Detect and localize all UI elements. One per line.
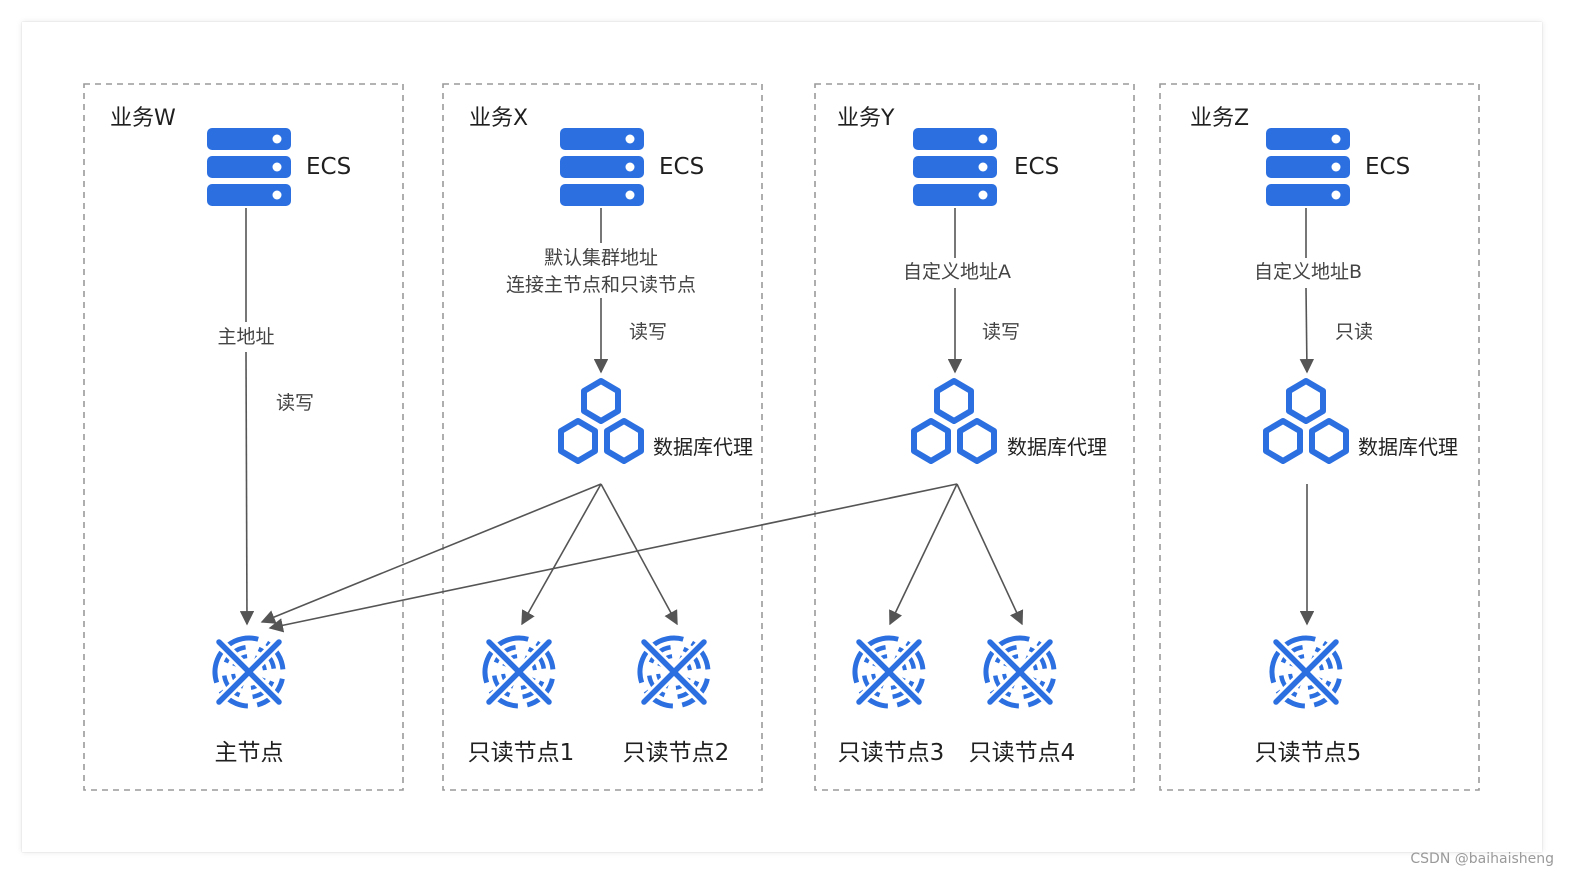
edge-label-custom-address-a: 自定义地址A (903, 261, 1011, 283)
edge-label-access-mode: 只读 (1335, 321, 1374, 343)
hexagon-cluster-icon (914, 381, 994, 461)
edge-w-to-primary (239, 351, 255, 626)
node-label-ro2: 只读节点2 (622, 740, 730, 766)
db-node-icon (1262, 628, 1351, 717)
group-box-z (1159, 83, 1480, 791)
edge-label-cluster-address: 默认集群地址 连接主节点和只读节点 (506, 245, 696, 298)
db-node-icon (845, 628, 934, 717)
server-stack-icon (560, 128, 644, 206)
group-box-y (814, 83, 1135, 791)
node-label-ro3: 只读节点3 (837, 740, 945, 766)
node-label-ro5: 只读节点5 (1254, 740, 1362, 766)
edge-z-to-proxy (1299, 287, 1315, 374)
edge-y-proxy-to-primary (268, 483, 958, 633)
group-title-x: 业务X (469, 106, 529, 131)
edge-x-proxy-to-ro1 (521, 483, 602, 626)
group-title-w: 业务W (110, 106, 176, 131)
watermark: CSDN @baihaisheng (1410, 851, 1554, 867)
server-stack-icon (207, 128, 291, 206)
edge-y-proxy-to-ro3 (889, 483, 958, 626)
proxy-label: 数据库代理 (1358, 435, 1458, 459)
edge-label-line: 连接主节点和只读节点 (505, 273, 697, 296)
ecs-label: ECS (306, 154, 352, 180)
edge-x-proxy-to-primary (260, 483, 602, 624)
edge-label-line: 默认集群地址 (543, 247, 659, 269)
group-box-w (83, 83, 404, 791)
ecs-label: ECS (1365, 154, 1411, 180)
edge-label-access-mode: 读写 (276, 392, 315, 414)
db-node-icon (205, 628, 294, 717)
proxy-label: 数据库代理 (653, 435, 753, 459)
group-box-x (442, 83, 763, 791)
edge-label-custom-address-b: 自定义地址B (1253, 261, 1363, 283)
proxy-label: 数据库代理 (1007, 435, 1107, 459)
edge-label-primary-address: 主地址 (217, 326, 275, 348)
node-label-ro1: 只读节点1 (467, 740, 575, 766)
db-node-icon (976, 628, 1065, 717)
ecs-label: ECS (1014, 154, 1060, 180)
node-label-ro4: 只读节点4 (968, 740, 1076, 766)
edge-y-proxy-to-ro4 (956, 483, 1024, 626)
edge-label-access-mode: 读写 (629, 321, 668, 343)
node-label-primary: 主节点 (214, 740, 284, 766)
server-stack-icon (913, 128, 997, 206)
group-title-y: 业务Y (837, 106, 895, 131)
hexagon-cluster-icon (561, 381, 641, 461)
edge-label-access-mode: 读写 (982, 321, 1021, 343)
edge-x-proxy-to-ro2 (600, 483, 678, 626)
ecs-label: ECS (659, 154, 705, 180)
server-stack-icon (1266, 128, 1350, 206)
db-node-icon (630, 628, 719, 717)
hexagon-cluster-icon (1266, 381, 1346, 461)
db-node-icon (475, 628, 564, 717)
group-title-z: 业务Z (1190, 106, 1250, 131)
